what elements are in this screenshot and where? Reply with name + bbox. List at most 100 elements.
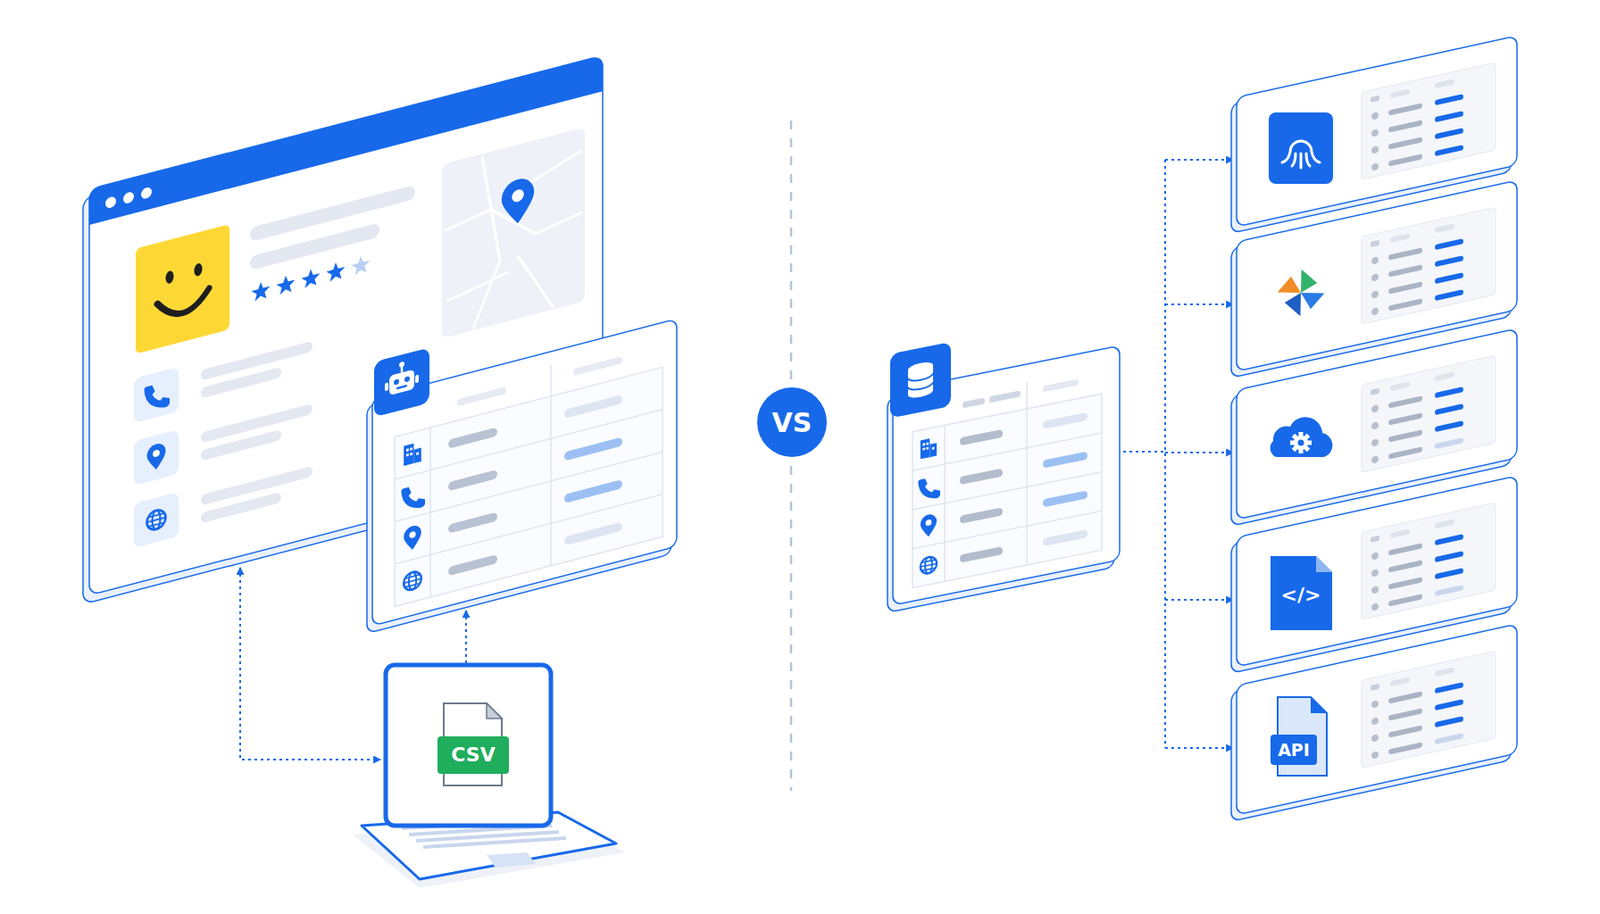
mini-header — [1434, 518, 1455, 529]
cell-bar — [564, 437, 623, 462]
divider — [790, 120, 793, 380]
building-window — [406, 453, 409, 458]
robot-eye — [393, 378, 400, 386]
touchpad — [486, 852, 536, 868]
building-window — [925, 447, 929, 450]
flow-arrow — [1165, 747, 1234, 750]
mini-bar — [1434, 255, 1464, 267]
file-type-badge: CSV — [437, 736, 509, 775]
mini-bar — [1388, 576, 1423, 590]
pinwheel-icon — [1277, 269, 1325, 317]
mini-bar — [1388, 412, 1423, 425]
mini-bar — [1388, 593, 1423, 607]
cell-bar — [959, 507, 1003, 525]
mini-bar — [1434, 403, 1464, 416]
mini-icon — [1371, 733, 1379, 743]
cell-bar — [1042, 451, 1088, 469]
api-badge: API — [1270, 734, 1317, 766]
icon-tile — [133, 491, 179, 549]
table-lines — [394, 335, 663, 607]
octopus-tile — [1268, 112, 1334, 184]
mini-bar — [1434, 584, 1464, 597]
mini-icon — [1371, 111, 1379, 121]
mini-table — [1361, 355, 1496, 473]
mini-table — [1361, 650, 1496, 768]
card-body — [1236, 624, 1517, 816]
pin-shape — [501, 175, 534, 228]
mini-header — [1434, 371, 1455, 382]
building-window — [416, 451, 419, 456]
map-roads — [444, 130, 583, 336]
mini-bar — [1388, 691, 1423, 704]
mini-bar — [1434, 437, 1464, 450]
pin-icon — [147, 441, 167, 473]
mini-icon — [1371, 551, 1379, 561]
mini-bar — [1388, 446, 1423, 459]
cell-bar — [1042, 490, 1088, 508]
mini-bar — [1434, 386, 1464, 399]
globe-icon — [403, 569, 422, 592]
mini-bar — [1434, 238, 1464, 250]
mini-bar — [1388, 708, 1423, 721]
pin-icon — [501, 175, 534, 228]
mini-header — [1434, 78, 1455, 89]
mini-icon — [1371, 750, 1379, 760]
flow-arrow — [1165, 451, 1234, 454]
cell-bar — [448, 554, 498, 576]
text-bar — [200, 491, 282, 524]
phone-shape — [400, 483, 425, 514]
pin-shape — [920, 513, 937, 539]
robot-ear — [415, 374, 419, 384]
globe-parallels — [147, 512, 167, 527]
building-window — [923, 442, 926, 446]
mini-bar — [1388, 281, 1423, 294]
mini-icon — [1371, 716, 1379, 726]
phone-shape — [144, 381, 171, 414]
mini-bar — [1388, 247, 1423, 260]
mini-header — [1390, 528, 1410, 539]
mini-header — [1370, 240, 1380, 248]
mini-bar — [1388, 264, 1423, 277]
database-badge — [890, 341, 951, 419]
mini-table — [1361, 62, 1496, 180]
mini-bar — [1388, 395, 1423, 409]
mini-header — [1390, 676, 1410, 687]
text-bar — [200, 429, 282, 461]
keyboard-row — [423, 838, 567, 848]
mini-icon — [1371, 273, 1379, 283]
mini-bar — [1434, 533, 1464, 546]
cell-bar — [448, 512, 498, 534]
cell-bar — [1042, 529, 1088, 547]
mini-bar — [1388, 741, 1423, 755]
mini-icon — [1371, 307, 1379, 317]
building-window — [932, 447, 935, 450]
header-bar — [457, 386, 507, 407]
pin-hole — [511, 188, 525, 204]
gear-body — [1293, 435, 1309, 450]
cell-bar — [564, 479, 623, 504]
code-symbol: </> — [1281, 584, 1322, 607]
mini-icon — [1371, 256, 1379, 266]
mini-header — [1390, 233, 1410, 243]
cell-bar — [1042, 412, 1088, 430]
mini-bar — [1434, 289, 1464, 301]
octopus-icon — [1268, 112, 1334, 184]
text-bar — [200, 366, 282, 399]
mini-bar — [1388, 119, 1423, 133]
mini-bar — [1434, 550, 1464, 563]
db-cylinder-rings — [908, 373, 934, 392]
mini-icon — [1371, 585, 1379, 595]
mini-bar — [1434, 699, 1464, 711]
mini-bar — [1388, 136, 1423, 150]
icon-tile — [133, 429, 179, 486]
mini-header — [1390, 381, 1410, 392]
building-window — [925, 442, 929, 446]
db-cylinder-bottom — [908, 385, 934, 400]
cell-bar — [959, 546, 1003, 564]
mini-header — [1370, 388, 1380, 396]
pin-hole — [925, 519, 933, 527]
mini-icon — [1371, 455, 1379, 465]
panel-body — [892, 345, 1120, 606]
mini-icon — [1371, 128, 1379, 138]
mini-icon — [1371, 568, 1379, 578]
